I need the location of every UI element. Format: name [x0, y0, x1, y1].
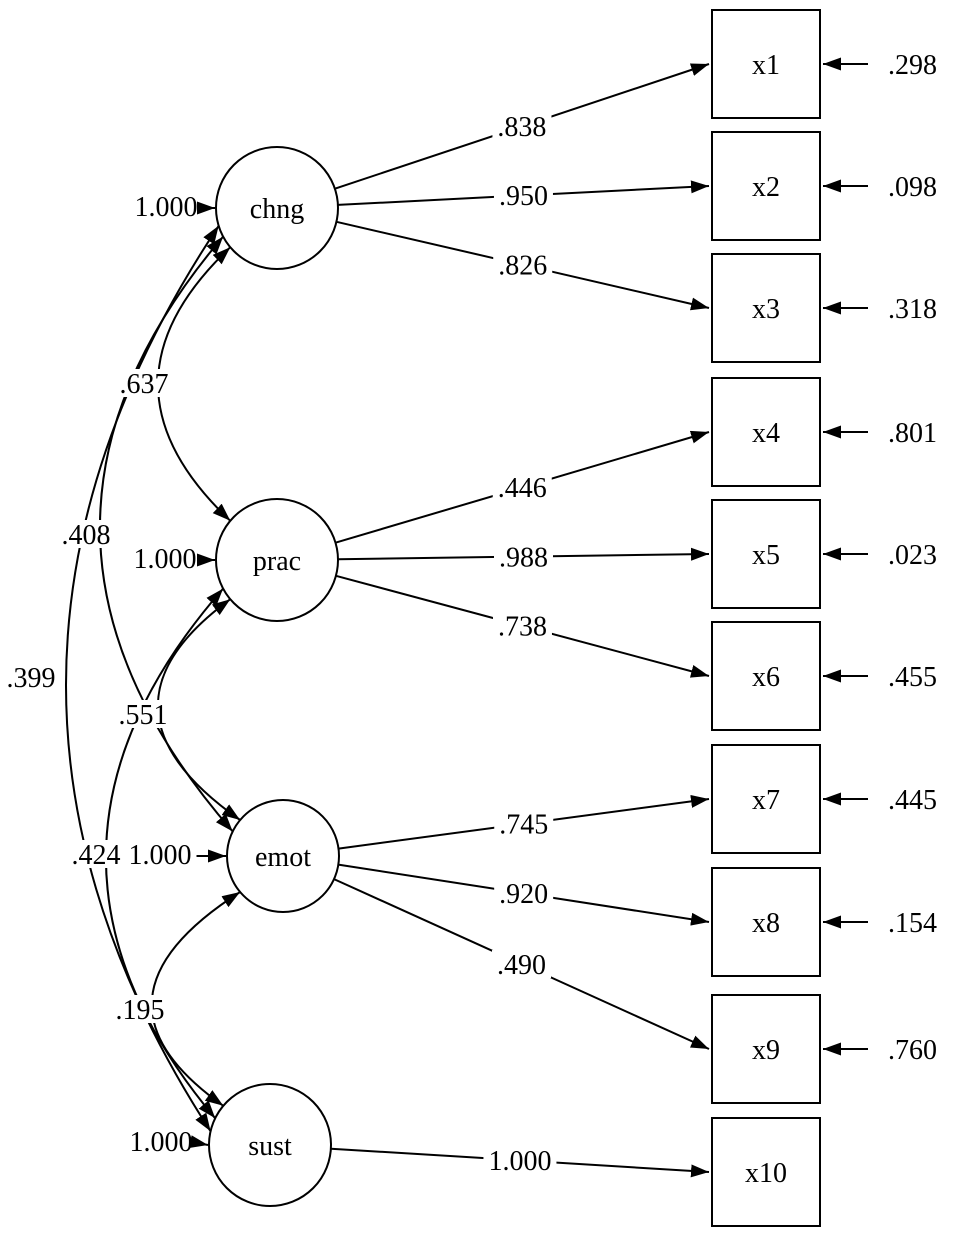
loading-value-prac-x6-bg [492, 611, 552, 640]
loading-value-chng-x1-bg [492, 112, 552, 141]
loading-value-emot-x9: .490 [497, 950, 546, 981]
observed-label-x9: x9 [752, 1035, 780, 1066]
observed-label-x7: x7 [752, 785, 780, 816]
error-value-x4: .801 [888, 418, 937, 449]
error-value-x9: .760 [888, 1035, 937, 1066]
latent-node-chng [215, 146, 339, 270]
error-value-x8: .154 [888, 908, 937, 939]
observed-label-x3: x3 [752, 294, 780, 325]
loading-value-chng-x2-bg [493, 181, 553, 210]
loading-value-prac-x6: .738 [498, 612, 547, 643]
correlation-value-emot-sust: .195 [116, 995, 165, 1026]
loading-value-chng-x1: .838 [497, 112, 546, 143]
latent-node-prac [215, 498, 339, 622]
latent-node-sust [208, 1083, 332, 1207]
loading-value-emot-x8: .920 [499, 879, 548, 910]
observed-label-x5: x5 [752, 540, 780, 571]
error-value-x1: .298 [888, 50, 937, 81]
labels-layer: .637 .408 .399 .551 .424 .195 .838 .950 .826 .446… [1, 50, 937, 1189]
latent-label-chng: chng [250, 194, 304, 225]
observed-node-x5 [711, 499, 821, 609]
correlation-value-prac-sust: .424 [72, 840, 121, 871]
observed-label-x8: x8 [752, 908, 780, 939]
observed-label-x4: x4 [752, 418, 780, 449]
loading-value-emot-x7-bg [494, 809, 554, 838]
correlation-value-chng-prac-bg [114, 369, 174, 397]
loading-value-emot-x8-bg [494, 879, 554, 908]
loading-value-prac-x4-bg [492, 473, 552, 502]
observed-label-x2: x2 [752, 172, 780, 203]
variance-arrow-sust [189, 1135, 209, 1149]
variance-value-emot: 1.000 [129, 840, 192, 871]
observed-node-x3 [711, 253, 821, 363]
nodes-layer [208, 9, 821, 1227]
correlation-value-emot-sust-bg [110, 995, 170, 1023]
loading-value-chng-x3: .826 [498, 251, 547, 282]
loading-value-prac-x4: .446 [498, 473, 547, 504]
correlation-value-prac-sust-bg [66, 840, 126, 868]
error-value-x3: .318 [888, 294, 937, 325]
variance-value-chng: 1.000 [135, 192, 198, 223]
error-value-x5: .023 [888, 540, 937, 571]
observed-node-x7 [711, 744, 821, 854]
error-value-x6: .455 [888, 662, 937, 693]
loading-value-sust-x10: 1.000 [488, 1146, 551, 1177]
correlation-value-chng-sust-bg [1, 663, 61, 691]
observed-node-x6 [711, 621, 821, 731]
latent-label-sust: sust [248, 1131, 292, 1162]
loading-value-chng-x2: .950 [499, 181, 548, 212]
observed-node-x2 [711, 131, 821, 241]
loading-value-sust-x10-bg [483, 1146, 557, 1175]
observed-node-x4 [711, 377, 821, 487]
loading-value-prac-x5: .988 [499, 542, 548, 573]
observed-node-x8 [711, 867, 821, 977]
observed-label-x1: x1 [752, 50, 780, 81]
loading-value-chng-x3-bg [493, 250, 553, 279]
variance-value-prac: 1.000 [134, 544, 197, 575]
observed-label-x6: x6 [752, 662, 780, 693]
observed-node-x1 [711, 9, 821, 119]
correlation-value-chng-emot-bg [56, 520, 116, 548]
correlation-value-prac-emot-bg [113, 700, 173, 728]
correlation-value-prac-emot: .551 [119, 700, 168, 731]
loading-value-emot-x7: .745 [499, 810, 548, 841]
latent-label-emot: emot [255, 842, 311, 873]
correlation-value-chng-sust: .399 [7, 663, 56, 694]
variance-value-sust: 1.000 [130, 1127, 193, 1158]
observed-node-x10 [711, 1117, 821, 1227]
latent-node-emot [226, 799, 340, 913]
loading-value-emot-x9-bg [492, 950, 552, 979]
error-value-x2: .098 [888, 172, 937, 203]
loading-value-prac-x5-bg [493, 542, 553, 571]
observed-label-x10: x10 [745, 1158, 787, 1189]
latent-label-prac: prac [253, 546, 301, 577]
error-value-x7: .445 [888, 785, 937, 816]
correlation-value-chng-emot: .408 [62, 520, 111, 551]
correlation-value-chng-prac: .637 [120, 369, 169, 400]
observed-node-x9 [711, 994, 821, 1104]
